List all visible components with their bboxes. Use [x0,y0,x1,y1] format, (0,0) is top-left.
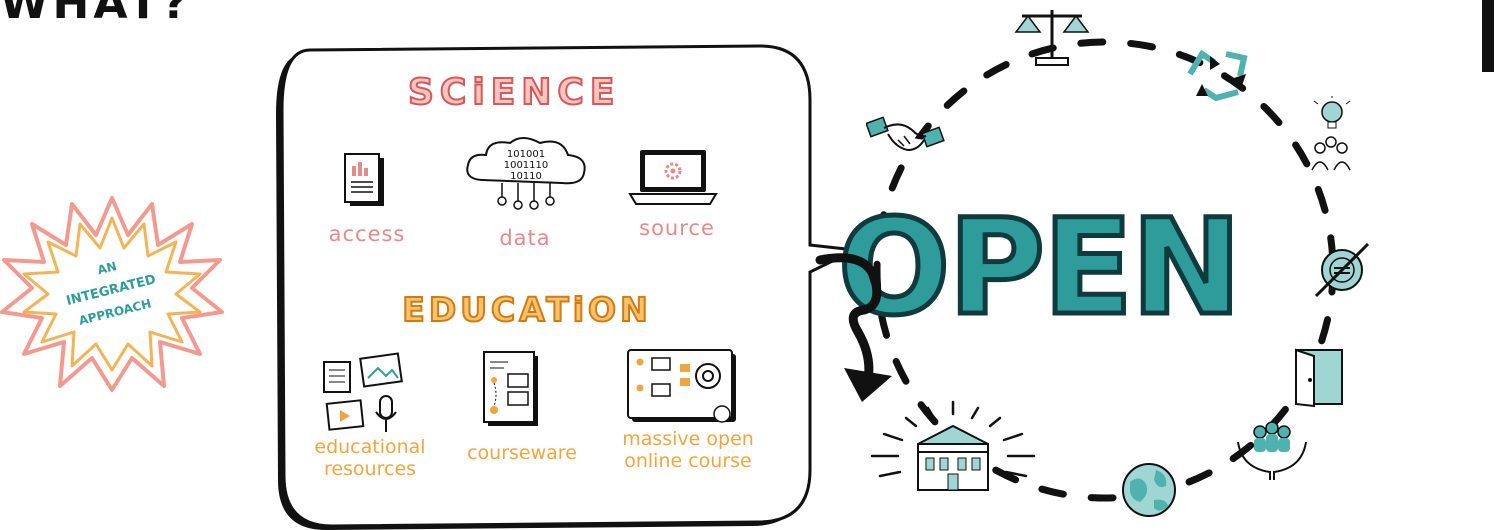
starburst-inner [22,216,202,372]
science-label-data: data [499,226,551,250]
data-binary-3: 10110 [510,171,542,182]
lightbulb-people-icon [1311,96,1351,171]
document-chart-icon [344,153,384,206]
handshake-icon [866,116,945,152]
data-cloud-icon: 101001 1001110 10110 [466,137,586,210]
certificate-course-icon [627,349,736,423]
open-door-icon [1295,348,1343,408]
media-resources-icon [323,352,403,432]
education-label-resources-line1: educational [314,436,426,458]
science-label-access: access [328,222,406,246]
laptop-gear-icon [628,150,718,205]
education-label-resources: educational resources [300,436,440,480]
crossed-coin-icon [1314,242,1370,298]
data-binary-2: 1001110 [504,160,549,171]
education-label-mooc-line2: online course [624,450,752,472]
courseware-document-icon [483,351,538,426]
scales-icon [1014,10,1090,66]
badge-line-1: AN [96,259,118,277]
flow-arrow [815,253,892,402]
data-binary-1: 101001 [507,149,545,160]
education-label-resources-line2: resources [323,458,417,480]
science-label-source: source [639,216,715,240]
institution-icon [870,400,1036,491]
page-title-partial: WHAT? [0,0,192,29]
science-heading: SCiENCE [407,71,621,114]
education-label-mooc-line1: massive open [622,428,754,450]
recycle-icon [1187,49,1248,102]
education-label-courseware: courseware [452,442,592,464]
hands-people-icon [1237,421,1307,480]
edge-marker [1482,0,1494,72]
integrated-approach-badge: AN INTEGRATED APPROACH [0,196,224,392]
globe-icon [1122,463,1176,517]
education-label-courseware-line1: courseware [467,442,577,464]
open-word: OPEN [836,191,1245,345]
education-label-mooc: massive open online course [608,428,768,472]
education-heading: EDUCATiON [401,289,652,330]
